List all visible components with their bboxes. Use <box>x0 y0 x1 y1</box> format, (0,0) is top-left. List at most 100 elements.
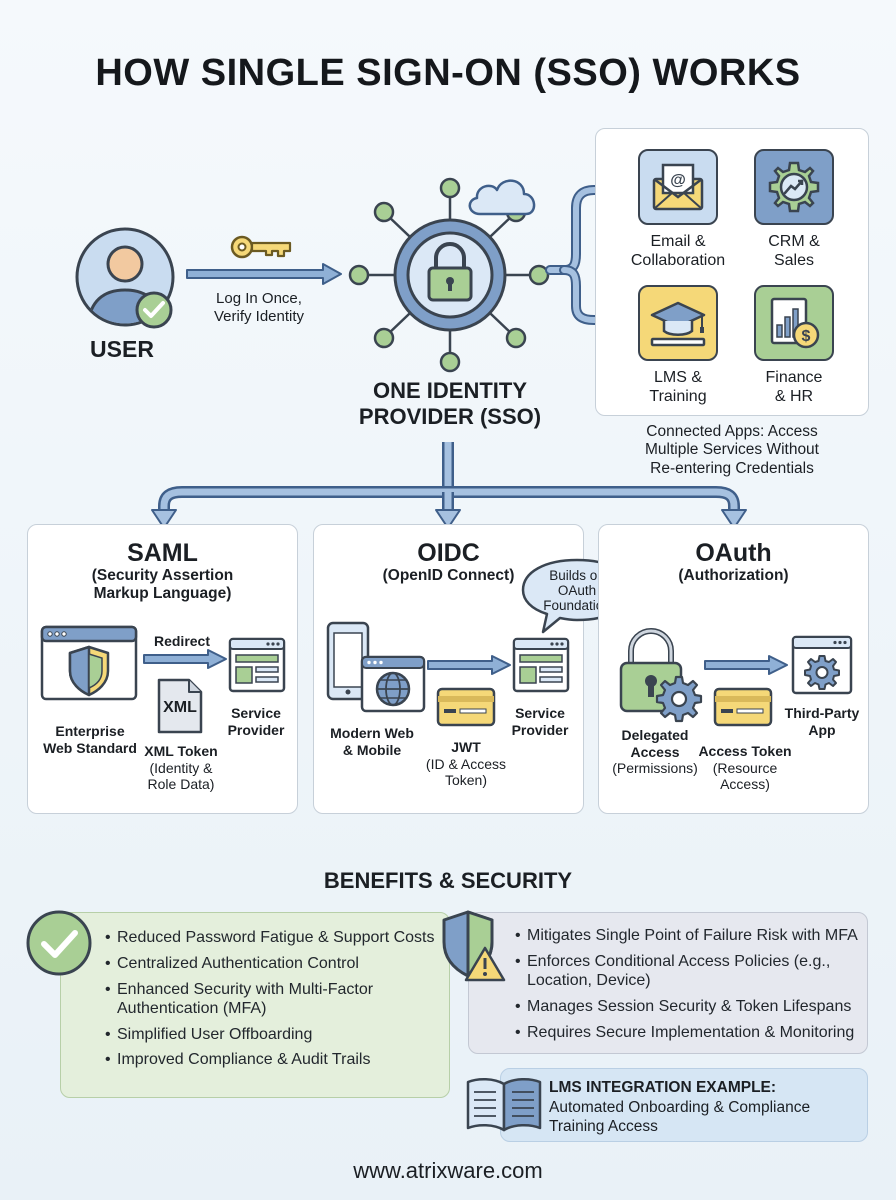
apps-caption: Connected Apps: Access Multiple Services… <box>606 423 858 478</box>
oauth-token-line3: Access) <box>720 776 770 793</box>
lock-gear-icon <box>619 628 703 723</box>
apps-caption-line1: Connected Apps: Access <box>646 423 818 440</box>
oauth-delegated-label: Delegated Access (Permissions) <box>603 727 707 777</box>
oidc-bubble-text: Builds on OAuth Foundation <box>530 568 624 613</box>
app-label-email-line1: Email & <box>650 233 706 250</box>
app-label-finance-line1: Finance <box>765 369 823 386</box>
graduation-cap-icon <box>650 301 706 347</box>
app-label-crm-line1: CRM & <box>768 233 820 250</box>
access-token-card-icon <box>713 687 773 727</box>
security-panel: Mitigates Single Point of Failure Risk w… <box>468 912 868 1054</box>
login-caption-line2: Verify Identity <box>213 307 305 325</box>
saml-subtitle: (Security Assertion Markup Language) <box>28 567 297 604</box>
footer-url[interactable]: www.atrixware.com <box>353 1158 543 1183</box>
oauth-delegated-line1: Delegated <box>621 727 689 743</box>
oauth-token-line1: Access Token <box>698 743 792 759</box>
page-title: HOW SINGLE SIGN-ON (SSO) WORKS <box>95 52 801 94</box>
verified-check-icon <box>135 291 173 329</box>
security-item: Enforces Conditional Access Policies (e.… <box>515 953 861 991</box>
shield-warning-icon <box>442 910 506 982</box>
phone-globe-icon <box>326 621 426 713</box>
app-label-crm: CRM & Sales <box>736 233 852 271</box>
saml-sp-line1: Service <box>231 705 281 721</box>
app-label-lms-line1: LMS & <box>653 369 702 386</box>
oidc-title: OIDC <box>417 539 480 567</box>
security-item: Mitigates Single Point of Failure Risk w… <box>515 927 861 946</box>
cloud-icon <box>468 179 536 216</box>
saml-token-line2: (Identity & <box>149 759 213 776</box>
oidc-bubble-line3: Foundation <box>543 598 611 614</box>
oidc-bubble-line1: Builds on <box>549 568 605 583</box>
benefit-item: Improved Compliance & Audit Trails <box>105 1051 435 1070</box>
oauth-third-party-line1: Third-Party <box>784 705 860 721</box>
app-label-crm-line2: Sales <box>773 251 815 269</box>
svg-text:@: @ <box>670 172 686 189</box>
security-list: Mitigates Single Point of Failure Risk w… <box>515 927 861 1049</box>
crm-gear-icon <box>768 161 820 213</box>
oidc-modern-line1: Modern Web <box>330 725 414 741</box>
user-label: USER <box>90 336 154 362</box>
email-icon: @ <box>652 163 704 211</box>
idp-label-line1: ONE IDENTITY <box>372 378 527 403</box>
lms-example-line2: Training Access <box>549 1118 658 1135</box>
app-label-email-line2: Collaboration <box>630 251 726 269</box>
oauth-card: OAuth (Authorization) <box>598 524 869 814</box>
login-caption: Log In Once, Verify Identity <box>198 290 320 325</box>
oidc-jwt-line1: JWT <box>451 739 481 755</box>
app-tile-crm[interactable] <box>754 149 834 225</box>
service-provider-window-icon <box>228 637 286 693</box>
oauth-subtitle: (Authorization) <box>678 567 789 584</box>
oauth-title: OAuth <box>695 539 772 567</box>
open-book-icon <box>466 1078 542 1132</box>
identity-provider-hub <box>348 177 550 373</box>
app-label-lms-line2: Training <box>649 387 707 405</box>
saml-sp-label: Service Provider <box>218 705 294 738</box>
lms-example-heading: LMS INTEGRATION EXAMPLE: <box>549 1079 777 1096</box>
oidc-jwt-line3: Token) <box>444 772 488 789</box>
app-label-lms: LMS & Training <box>616 369 740 407</box>
oidc-sp-label: Service Provider <box>502 705 578 738</box>
saml-enterprise-label: Enterprise Web Standard <box>34 723 146 756</box>
saml-enterprise-line2: Web Standard <box>43 739 137 756</box>
oidc-sp-line2: Provider <box>511 721 569 738</box>
benefits-heading: BENEFITS & SECURITY <box>323 868 573 893</box>
login-arrow <box>186 263 342 285</box>
benefit-item: Reduced Password Fatigue & Support Costs <box>105 929 435 948</box>
app-label-email: Email & Collaboration <box>616 233 740 271</box>
saml-redirect-label: Redirect <box>153 633 211 649</box>
jwt-token-card-icon <box>436 687 496 727</box>
oidc-sp-line1: Service <box>515 705 565 721</box>
app-label-finance: Finance & HR <box>736 369 852 407</box>
saml-card: SAML (Security Assertion Markup Language… <box>27 524 298 814</box>
saml-token-label: XML Token (Identity & Role Data) <box>134 743 228 793</box>
xml-doc-label: XML <box>163 699 197 716</box>
oidc-modern-label: Modern Web & Mobile <box>320 725 424 758</box>
oidc-arrow <box>427 655 511 675</box>
oidc-bubble-line2: OAuth <box>557 583 597 599</box>
benefit-item: Enhanced Security with Multi-Factor Auth… <box>105 981 435 1019</box>
idp-label-line2: PROVIDER (SSO) <box>358 404 542 430</box>
saml-sp-line2: Provider <box>227 721 285 738</box>
app-tile-email[interactable]: @ <box>638 149 718 225</box>
app-tile-finance[interactable]: $ <box>754 285 834 361</box>
app-label-finance-line2: & HR <box>774 387 814 405</box>
security-item: Manages Session Security & Token Lifespa… <box>515 998 861 1017</box>
benefits-panel: Reduced Password Fatigue & Support Costs… <box>60 912 450 1098</box>
oauth-token-line2: (Resource <box>712 759 778 776</box>
login-caption-line1: Log In Once, <box>216 290 302 307</box>
oidc-service-provider-icon <box>512 637 570 693</box>
xml-document-icon <box>157 678 203 734</box>
saml-enterprise-line1: Enterprise <box>55 723 125 739</box>
browser-shield-icon <box>40 625 138 701</box>
oauth-token-label: Access Token (Resource Access) <box>695 743 795 793</box>
lms-example-line1: Automated Onboarding & Compliance <box>549 1099 811 1116</box>
app-tile-lms[interactable] <box>638 285 718 361</box>
oidc-jwt-label: JWT (ID & Access Token) <box>414 739 518 789</box>
oidc-subtitle: (OpenID Connect) <box>382 567 515 584</box>
lms-example-panel: LMS INTEGRATION EXAMPLE: Automated Onboa… <box>500 1068 868 1142</box>
oidc-modern-line2: & Mobile <box>342 741 402 758</box>
oauth-delegated-line3: (Permissions) <box>612 760 698 777</box>
protocol-branch-arrows <box>151 442 747 529</box>
apps-caption-line3: Re-entering Credentials <box>650 459 814 477</box>
